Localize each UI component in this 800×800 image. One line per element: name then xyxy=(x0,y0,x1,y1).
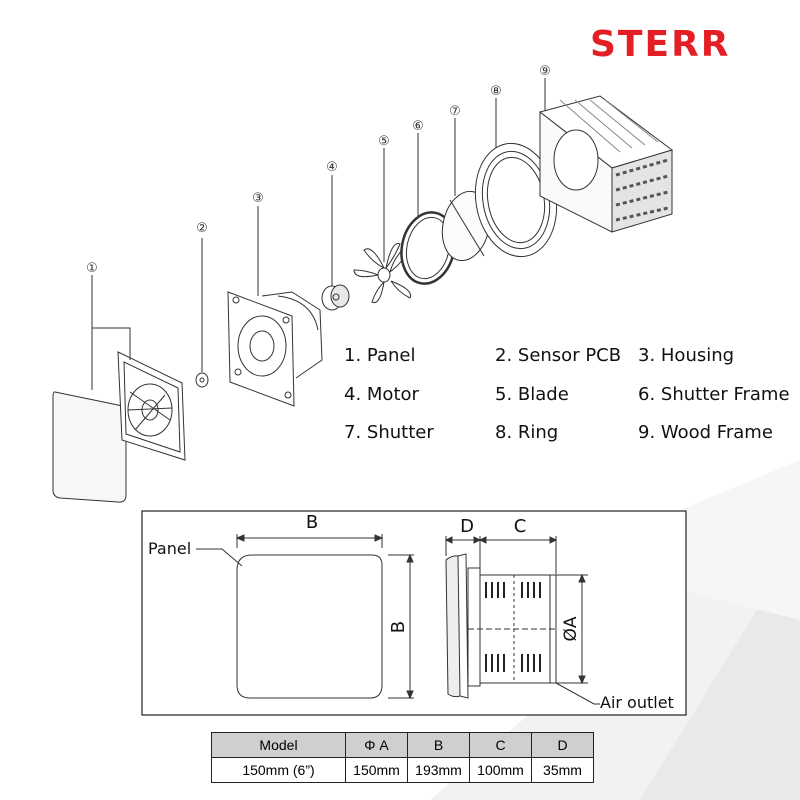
cell-model: 150mm (6”) xyxy=(211,757,346,783)
header-c: C xyxy=(469,732,532,758)
cell-d: 35mm xyxy=(531,757,594,783)
dimension-drawing-frame xyxy=(141,510,687,716)
panel-part xyxy=(52,351,186,503)
brand-logo: STERR xyxy=(590,24,731,65)
part-label-sensor-pcb: 2. Sensor PCB xyxy=(495,345,622,366)
cell-c: 100mm xyxy=(469,757,532,783)
header-b: B xyxy=(407,732,470,758)
header-model: Model xyxy=(211,732,346,758)
callout-2: ② xyxy=(196,221,208,236)
cell-phi-a: 150mm xyxy=(345,757,408,783)
ring-part xyxy=(474,142,558,258)
cell-b: 193mm xyxy=(407,757,470,783)
air-outlet-label: Air outlet xyxy=(600,693,674,712)
specs-header-row: Model Φ A B C D xyxy=(211,732,594,758)
panel-front-view xyxy=(236,554,383,699)
part-label-shutter-frame: 6. Shutter Frame xyxy=(638,384,790,405)
header-phi-a: Φ A xyxy=(345,732,408,758)
specs-table: Model Φ A B C D 150mm (6”) 150mm 193mm 1… xyxy=(211,732,594,783)
callout-5: ⑤ xyxy=(378,134,390,149)
table-row: 150mm (6”) 150mm 193mm 100mm 35mm xyxy=(211,757,594,783)
part-label-wood-frame: 9. Wood Frame xyxy=(638,422,773,443)
callout-4: ④ xyxy=(326,160,338,175)
callout-9: ⑨ xyxy=(539,64,551,79)
side-view xyxy=(445,553,557,699)
part-label-ring: 8. Ring xyxy=(495,422,559,443)
dim-a: ØA xyxy=(561,616,581,641)
part-label-shutter: 7. Shutter xyxy=(344,422,434,443)
callout-1: ① xyxy=(86,261,98,276)
dim-b-width: B xyxy=(306,512,318,533)
callout-6: ⑥ xyxy=(412,119,424,134)
callout-3: ③ xyxy=(252,191,264,206)
part-label-housing: 3. Housing xyxy=(638,345,735,366)
part-label-blade: 5. Blade xyxy=(495,384,569,405)
motor-part xyxy=(321,284,350,311)
housing-part xyxy=(227,291,323,407)
dim-b-height: B xyxy=(388,621,409,633)
dim-d: D xyxy=(460,516,474,537)
part-label-panel: 1. Panel xyxy=(344,345,416,366)
header-d: D xyxy=(531,732,594,758)
panel-callout-label: Panel xyxy=(148,539,191,558)
part-label-motor: 4. Motor xyxy=(344,384,419,405)
wood-frame-part xyxy=(538,95,674,233)
callout-8: ⑧ xyxy=(490,84,502,99)
callout-7: ⑦ xyxy=(449,104,461,119)
dim-c: C xyxy=(514,516,527,537)
